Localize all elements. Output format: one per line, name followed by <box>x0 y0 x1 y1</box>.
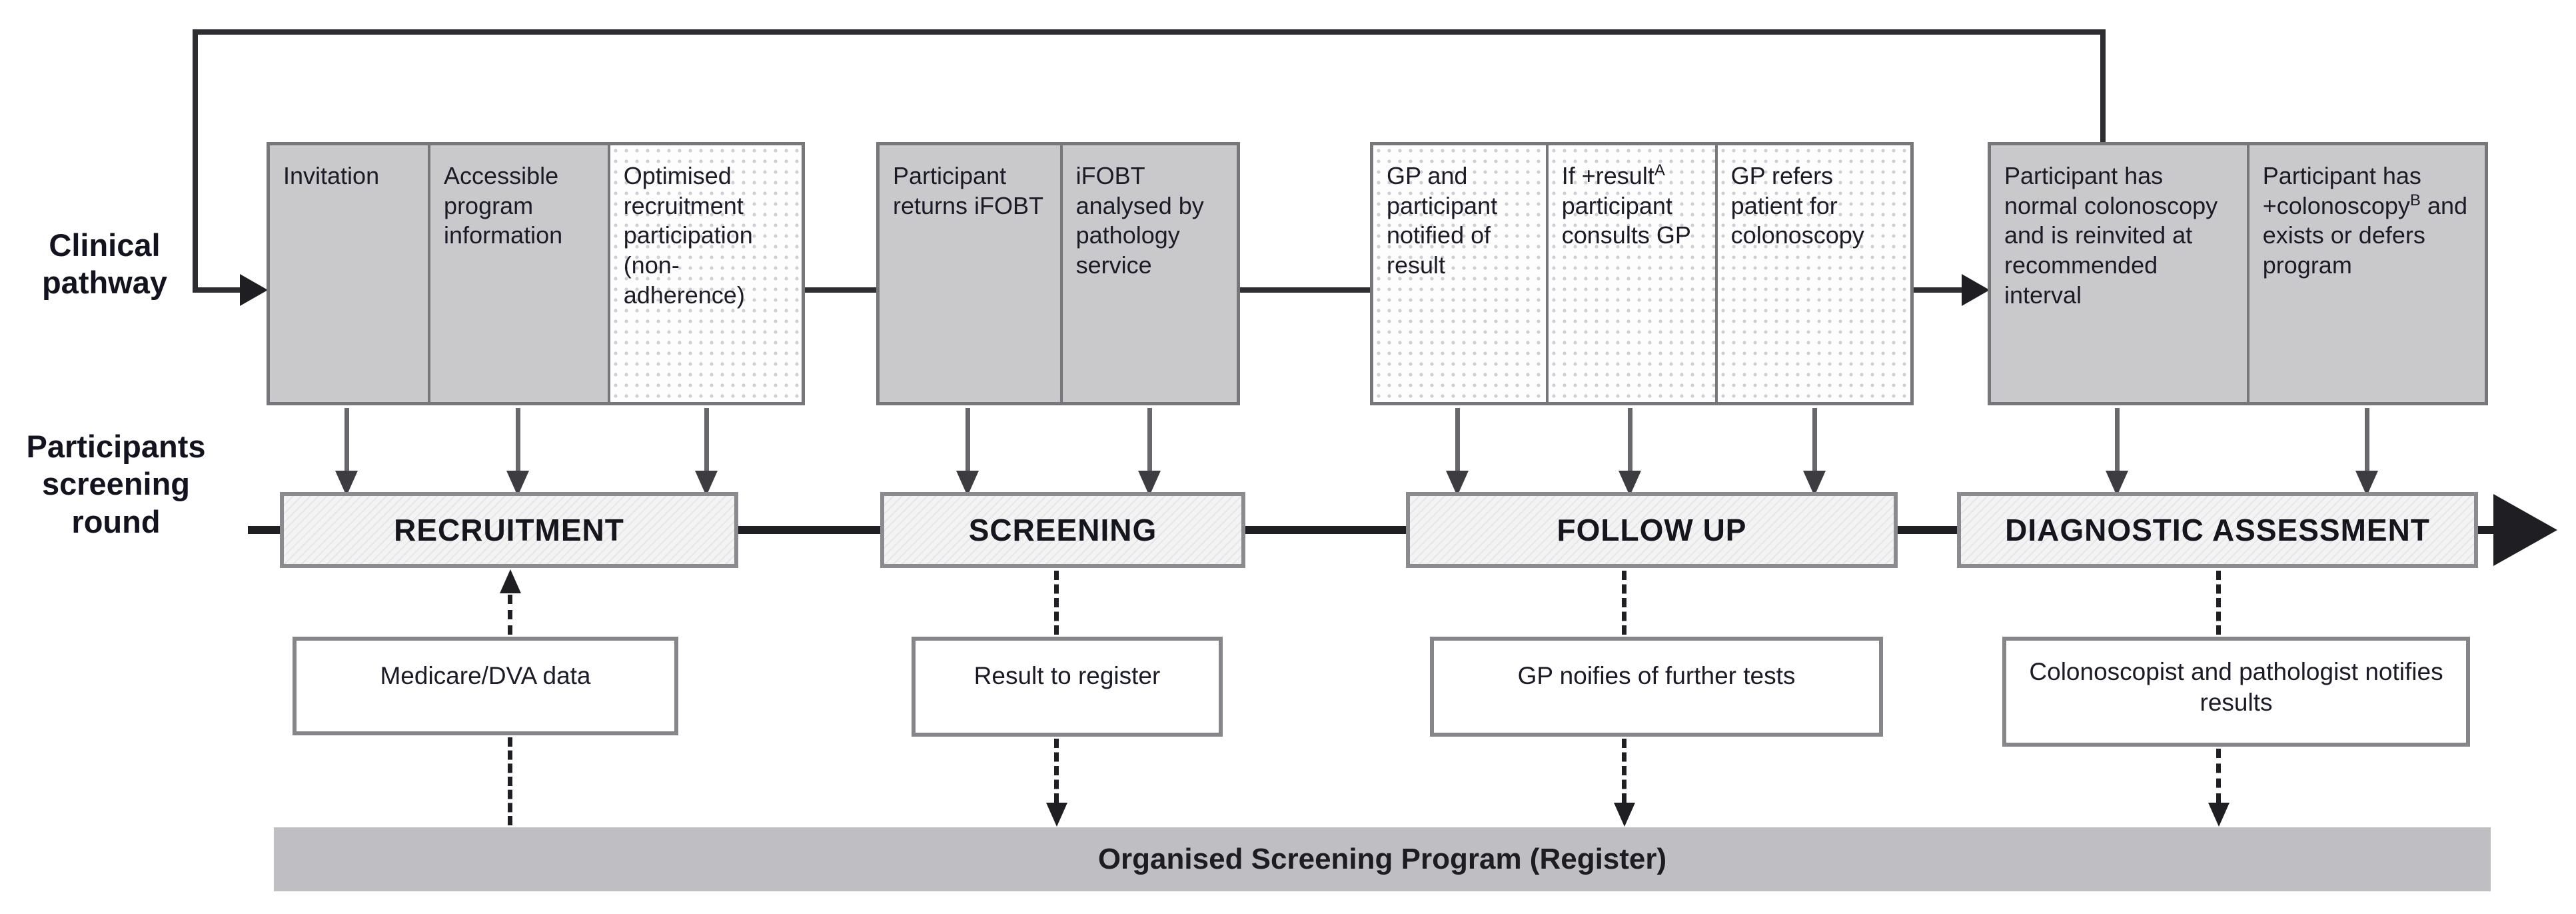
pathway-box-if-positive-result: If +resultA participant consults GP <box>1545 145 1715 402</box>
feedback-line-entry <box>193 287 243 293</box>
footnote-marker-b: B <box>2409 191 2421 209</box>
register-box-result-to-register: Result to register <box>912 637 1223 737</box>
register-dashed-line <box>508 595 512 635</box>
drop-arrow-stem <box>344 408 349 473</box>
connector-group1-group2 <box>803 287 878 293</box>
connector-group4-arrowhead-icon <box>1962 274 1990 306</box>
pathway-box-invitation: Invitation <box>270 145 428 402</box>
register-down-arrowhead-icon <box>1614 803 1635 827</box>
stage-band-follow-up: FOLLOW UP <box>1406 492 1898 568</box>
register-dashed-line <box>1054 571 1059 635</box>
drop-arrowhead-icon <box>695 471 718 496</box>
timeline <box>248 526 2500 534</box>
drop-arrowhead-icon <box>1138 471 1161 496</box>
clinical-pathway-label: Clinical pathway <box>41 227 168 301</box>
drop-arrow-stem <box>1455 408 1460 473</box>
drop-arrowhead-icon <box>2106 471 2128 496</box>
pathway-group-follow-up: GP and participant notified of result If… <box>1370 142 1914 405</box>
pathway-box-positive-colonoscopy-exits: Participant has +colonoscopyB and exists… <box>2246 145 2485 402</box>
pathway-box-optimised-recruitment: Optimised recruitment participation (non… <box>607 145 802 402</box>
drop-arrow-stem <box>516 408 520 473</box>
drop-arrowhead-icon <box>1803 471 1826 496</box>
register-dashed-line <box>1622 571 1626 635</box>
register-down-arrowhead-icon <box>1046 803 1067 827</box>
drop-arrow-stem <box>1812 408 1817 473</box>
register-down-arrowhead-icon <box>2208 803 2230 827</box>
drop-arrow-stem <box>1628 408 1632 473</box>
drop-arrowhead-icon <box>956 471 979 496</box>
drop-arrow-stem <box>966 408 970 473</box>
register-up-arrowhead-icon <box>500 569 521 593</box>
connector-group2-group3 <box>1238 287 1371 293</box>
stage-band-recruitment: RECRUITMENT <box>280 492 738 568</box>
drop-arrowhead-icon <box>1618 471 1641 496</box>
register-dashed-line <box>1622 739 1626 803</box>
pathway-box-participant-returns-ifobt: Participant returns iFOBT <box>880 145 1060 402</box>
register-dashed-line <box>1054 739 1059 803</box>
register-dashed-line <box>2216 571 2221 635</box>
feedback-line-right-vertical <box>2100 29 2106 144</box>
participants-screening-round-label: Participants screening round <box>26 429 206 539</box>
drop-arrowhead-icon <box>1446 471 1469 496</box>
connector-group3-group4 <box>1912 287 1964 293</box>
organised-screening-program-band: Organised Screening Program (Register) <box>274 827 2491 891</box>
stage-band-screening: SCREENING <box>880 492 1245 568</box>
drop-arrow-stem <box>704 408 709 473</box>
register-dashed-line <box>508 737 512 825</box>
stage-band-diagnostic-assessment: DIAGNOSTIC ASSESSMENT <box>1957 492 2478 568</box>
drop-arrowhead-icon <box>506 471 529 496</box>
pathway-group-recruitment: Invitation Accessible program informatio… <box>267 142 805 405</box>
drop-arrow-stem <box>2365 408 2369 473</box>
feedback-line-left-vertical <box>193 29 198 293</box>
register-box-gp-notifies: GP noifies of further tests <box>1430 637 1883 737</box>
feedback-entry-arrowhead-icon <box>240 274 268 306</box>
register-box-colonoscopist-pathologist: Colonoscopist and pathologist notifies r… <box>2002 637 2470 747</box>
register-box-medicare-dva: Medicare/DVA data <box>293 637 678 735</box>
pathway-box-gp-participant-notified: GP and participant notified of result <box>1373 145 1546 402</box>
timeline-arrowhead-icon <box>2493 494 2557 566</box>
drop-arrow-stem <box>1147 408 1152 473</box>
pathway-box-gp-refers-colonoscopy: GP refers patient for colonoscopy <box>1714 145 1910 402</box>
drop-arrowhead-icon <box>335 471 358 496</box>
feedback-line-top-horizontal <box>193 29 2106 35</box>
pathway-group-diagnostic-assessment: Participant has normal colonoscopy and i… <box>1988 142 2488 405</box>
pathway-group-screening: Participant returns iFOBT iFOBT analysed… <box>876 142 1240 405</box>
pathway-box-ifobt-analysed: iFOBT analysed by pathology service <box>1059 145 1237 402</box>
register-dashed-line <box>2216 749 2221 803</box>
pathway-box-accessible-program-information: Accessible program information <box>428 145 608 402</box>
footnote-marker-a: A <box>1654 161 1665 179</box>
drop-arrow-stem <box>2115 408 2120 473</box>
pathway-box-normal-colonoscopy-reinvited: Participant has normal colonoscopy and i… <box>1991 145 2247 402</box>
drop-arrowhead-icon <box>2355 471 2378 496</box>
